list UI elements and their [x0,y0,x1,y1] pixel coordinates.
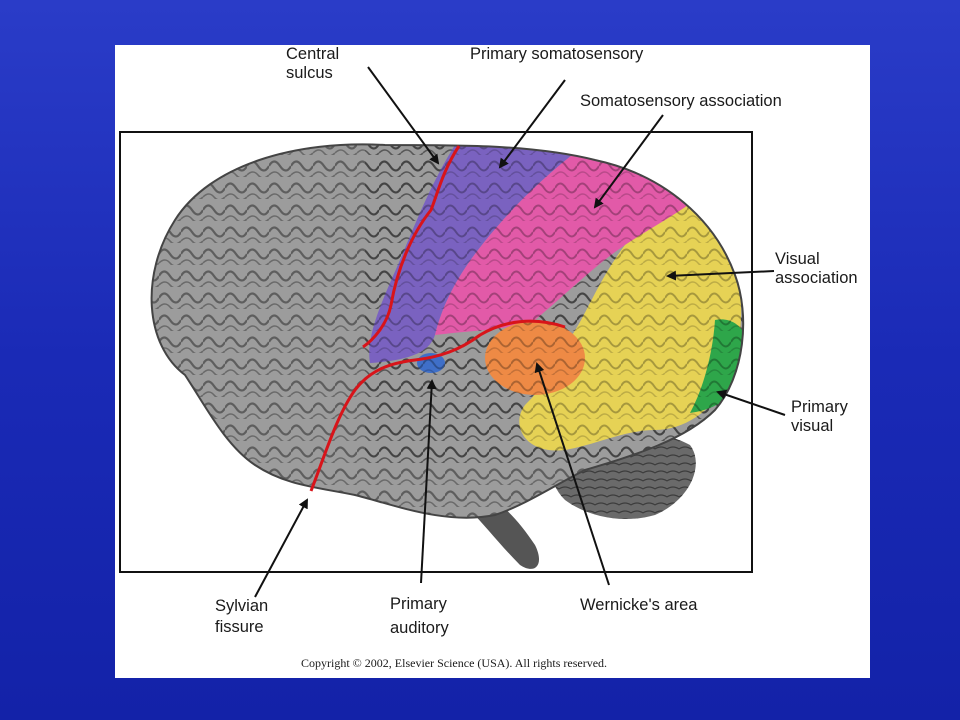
copyright-notice: Copyright © 2002, Elsevier Science (USA)… [301,656,608,670]
label-sylvian-fissure: Sylvian fissure [215,597,269,636]
sylvian-fissure-line [309,319,566,492]
slide-panel: Central sulcus Primary somatosensory Som… [115,45,870,678]
label-primary-somatosensory: Primary somatosensory [470,45,644,63]
label-primary-auditory: Primary auditory [390,595,449,637]
label-somatosensory-association: Somatosensory association [580,92,782,110]
central-sulcus-line [362,145,461,349]
label-central-sulcus: Central sulcus [286,45,340,82]
brain-illustration [150,66,786,598]
label-visual-association: Visual association [775,250,858,287]
label-primary-visual: Primary visual [791,398,848,435]
label-wernickes-area: Wernicke's area [580,596,698,614]
label-arrows [254,66,786,598]
